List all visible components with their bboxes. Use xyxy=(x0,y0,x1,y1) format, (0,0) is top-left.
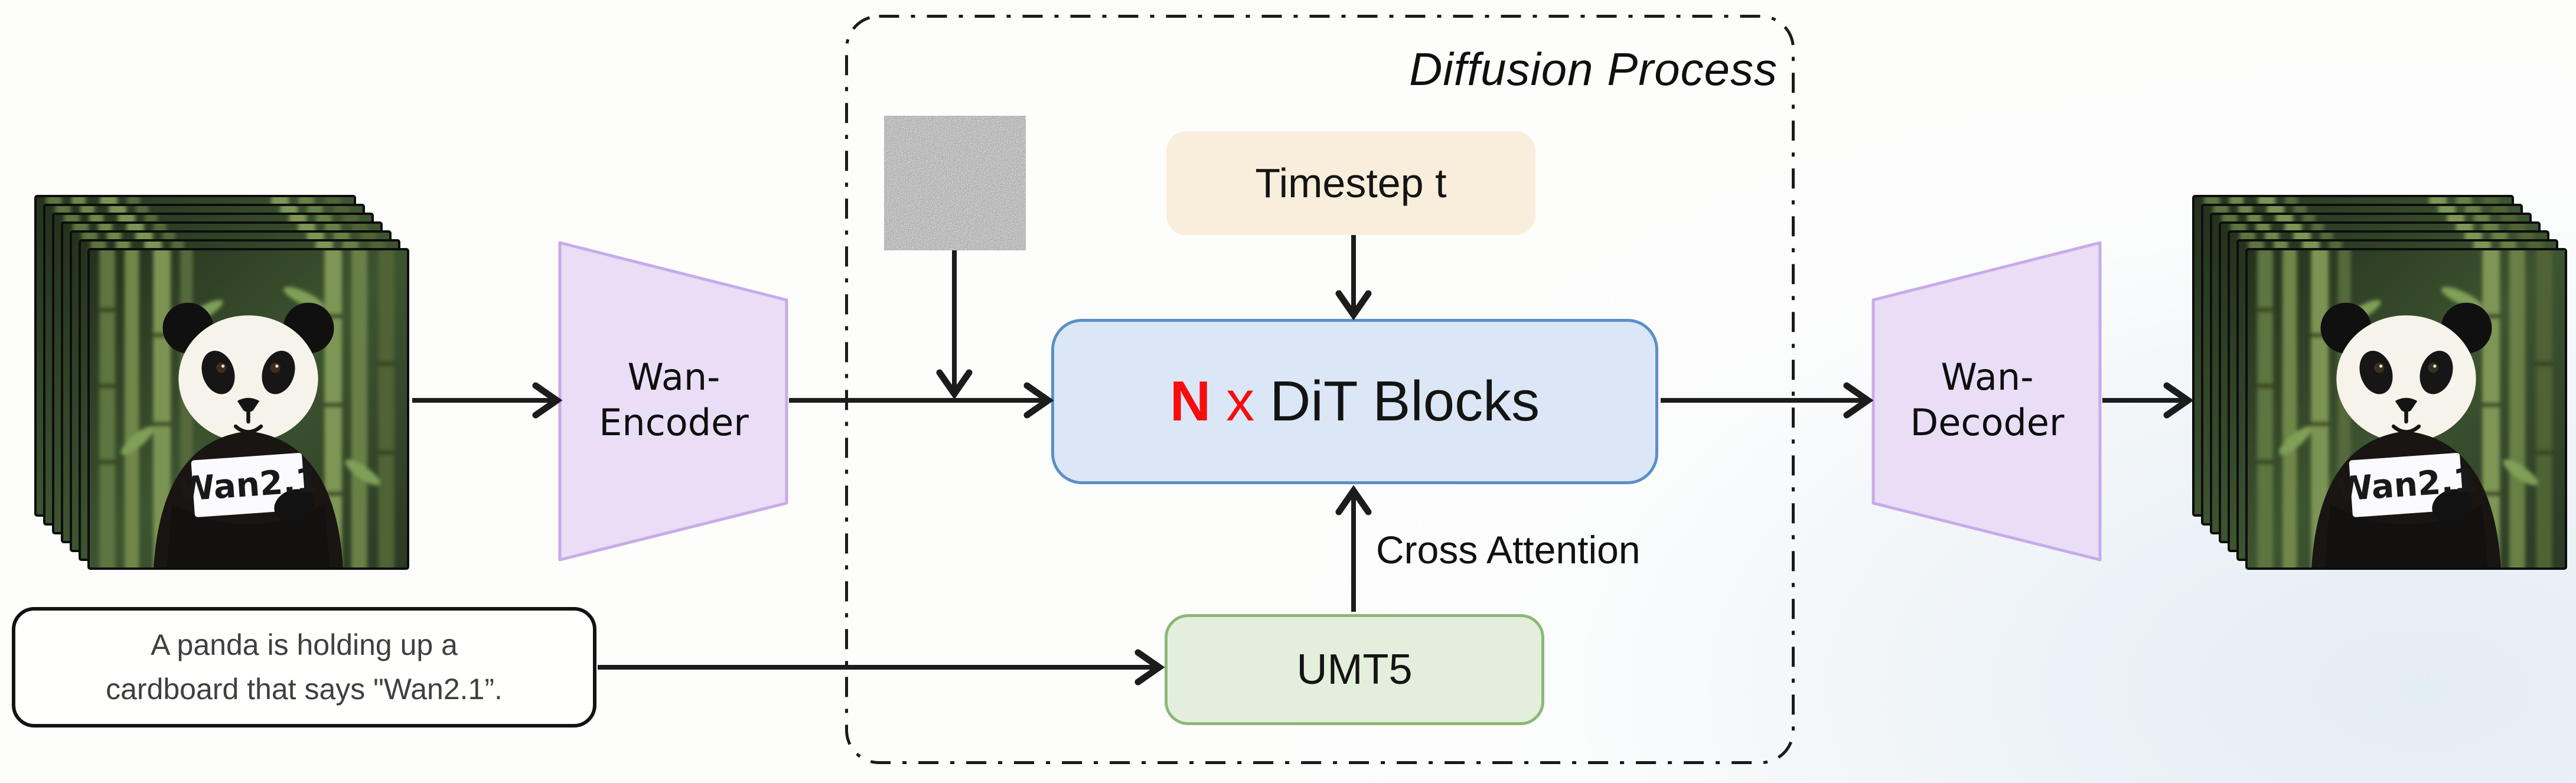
panda-frame-image: Wan2.1 xyxy=(90,250,407,567)
wan-decoder-label: Wan- Decoder xyxy=(1871,238,2104,562)
wan-decoder-shape xyxy=(1871,241,2102,562)
prompt-line-1: A panda is holding up a xyxy=(151,628,458,661)
output-video-frame-stack: Wan2.1Wan2.1Wan2.1Wan2.1Wan2.1Wan2.1Wan2… xyxy=(2192,195,2568,570)
dit-blocks-box: N x DiT Blocks xyxy=(1051,319,1658,484)
cross-attention-label: Cross Attention xyxy=(1376,528,1641,572)
wan-encoder-line2: Encoder xyxy=(599,400,749,444)
panda-frame-image: Wan2.1 xyxy=(2248,250,2565,567)
dit-times-symbol: x xyxy=(1226,370,1255,433)
diffusion-process-region xyxy=(845,15,1795,764)
umt5-label: UMT5 xyxy=(1296,646,1413,693)
wan-decoder-line1: Wan- xyxy=(1941,355,2034,399)
diffusion-process-title: Diffusion Process xyxy=(1409,43,1778,95)
gaussian-noise-image xyxy=(884,116,1026,250)
wan-decoder-line2: Decoder xyxy=(1910,400,2065,444)
text-prompt-box: A panda is holding up a cardboard that s… xyxy=(12,607,596,727)
wan-encoder-label: Wan- Encoder xyxy=(557,238,790,562)
input-video-frame-stack: Wan2.1Wan2.1Wan2.1Wan2.1Wan2.1Wan2.1Wan2… xyxy=(34,195,410,570)
timestep-label: Timestep t xyxy=(1255,160,1447,206)
prompt-line-2: cardboard that says "Wan2.1”. xyxy=(106,673,503,706)
dit-blocks-label: DiT Blocks xyxy=(1270,370,1540,433)
video-frame: Wan2.1 xyxy=(2245,248,2567,570)
timestep-box: Timestep t xyxy=(1166,131,1535,235)
video-frame: Wan2.1 xyxy=(87,248,409,570)
dit-count-symbol: N xyxy=(1169,370,1211,433)
umt5-box: UMT5 xyxy=(1165,614,1544,725)
wan-encoder-line1: Wan- xyxy=(627,355,720,399)
wan-encoder-shape xyxy=(558,241,788,562)
